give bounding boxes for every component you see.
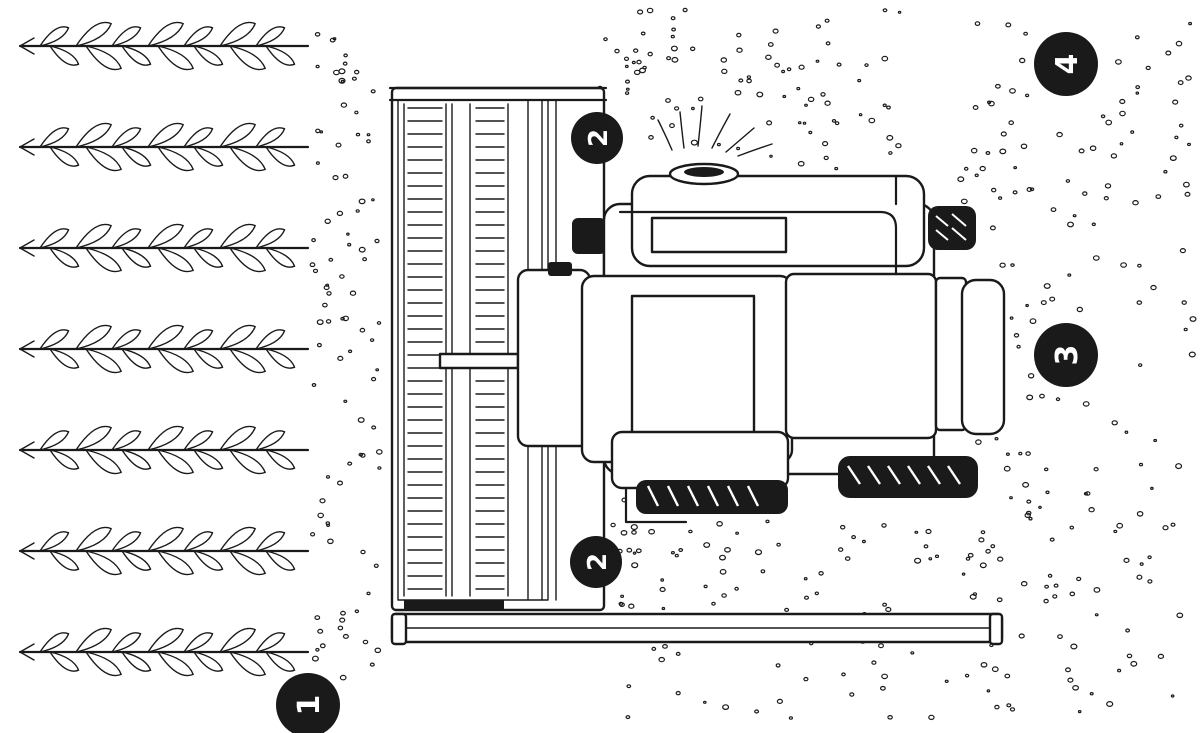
cutting-header: [388, 86, 608, 612]
marker-2-bottom-label: 2: [583, 553, 613, 571]
crop-plant: [18, 324, 310, 374]
marker-2-bottom: 2: [570, 536, 622, 588]
grain-spray: [657, 105, 773, 157]
grain-spout: [668, 162, 740, 186]
crop-plant: [18, 21, 310, 71]
rear-wheel-top: [928, 206, 976, 250]
marker-3-label: 3: [1050, 345, 1085, 366]
unloading-rail: [390, 612, 1004, 646]
front-wheel: [636, 480, 788, 514]
rear-wheel-bottom: [838, 456, 978, 498]
crop-plant: [18, 223, 310, 273]
marker-4-label: 4: [1050, 54, 1085, 75]
crop-plant: [18, 526, 310, 576]
crop-plant: [18, 425, 310, 475]
marker-1-label: 1: [292, 695, 327, 716]
crop-plant: [18, 627, 310, 677]
reel-teeth: [407, 107, 505, 590]
marker-3: 3: [1034, 323, 1098, 387]
marker-4: 4: [1034, 32, 1098, 96]
marker-2-top: 2: [571, 112, 623, 164]
combine-body: [516, 162, 1006, 524]
crop-plant: [18, 122, 310, 172]
marker-2-top-label: 2: [584, 129, 614, 147]
standing-crop-rows: [18, 21, 310, 677]
marker-1: 1: [276, 673, 340, 733]
operator-cab: [580, 274, 794, 490]
